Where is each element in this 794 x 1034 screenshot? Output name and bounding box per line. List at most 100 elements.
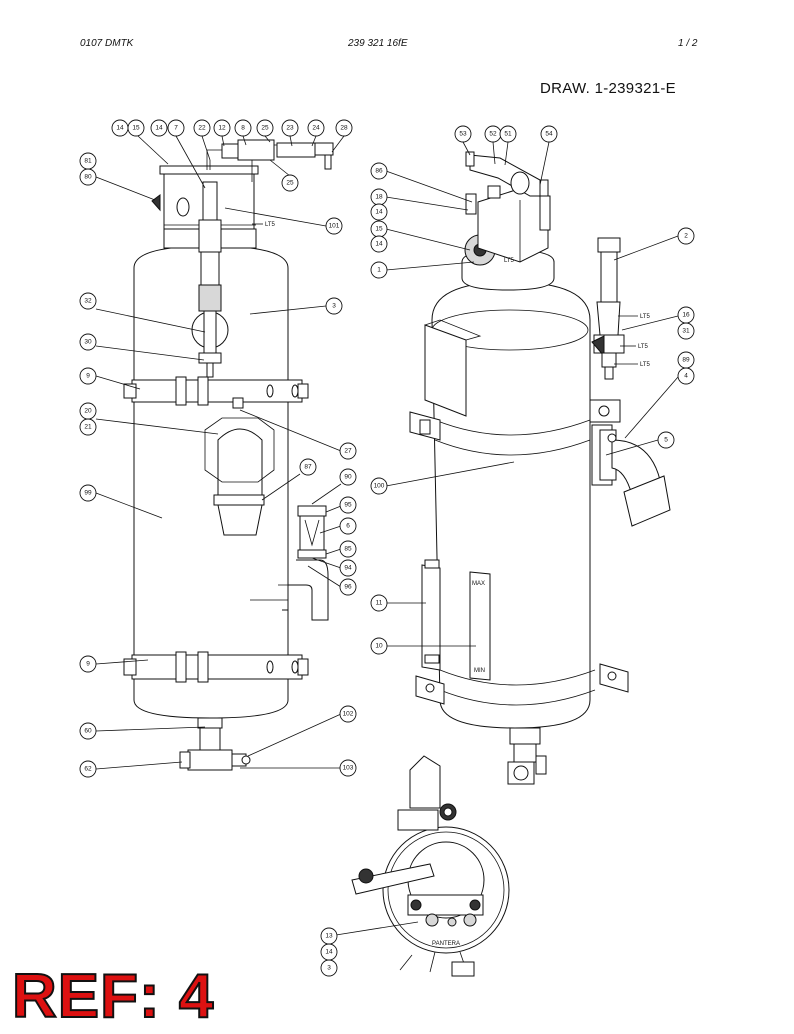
callout: 8	[234, 119, 252, 137]
svg-text:89: 89	[682, 357, 690, 364]
callout: 95	[339, 496, 357, 514]
svg-text:18: 18	[375, 194, 383, 201]
svg-text:10: 10	[375, 643, 383, 650]
right-level-gauge	[421, 564, 441, 671]
callout: 6	[339, 517, 357, 535]
left-sight-glass	[176, 197, 190, 217]
callout: 2	[677, 227, 695, 245]
header-center: 239 321 16fE	[348, 38, 408, 49]
svg-text:32: 32	[84, 298, 92, 305]
callout: 23	[281, 119, 299, 137]
header-right: 1 / 2	[678, 38, 698, 49]
svg-text:14: 14	[375, 241, 383, 248]
svg-text:6: 6	[346, 523, 350, 530]
svg-text:54: 54	[545, 131, 553, 138]
svg-text:16: 16	[682, 312, 690, 319]
svg-text:15: 15	[375, 226, 383, 233]
svg-text:12: 12	[218, 125, 226, 132]
callout: 10	[370, 637, 388, 655]
callout: 30	[79, 333, 97, 351]
callout: 103	[339, 759, 357, 777]
left-lt5-tag: LT5	[265, 222, 276, 228]
callout: 11	[370, 594, 388, 612]
svg-text:9: 9	[86, 373, 90, 380]
callout: 52	[484, 125, 502, 143]
svg-text:96: 96	[344, 584, 352, 591]
svg-text:102: 102	[343, 711, 354, 718]
callout: 9	[79, 655, 97, 673]
callout: 90	[339, 468, 357, 486]
callout: 89	[677, 351, 695, 369]
svg-text:100: 100	[374, 483, 385, 490]
callout: 14	[150, 119, 168, 137]
svg-text:51: 51	[504, 131, 512, 138]
callout: 21	[79, 418, 97, 436]
svg-text:95: 95	[344, 502, 352, 509]
callout: 102	[339, 705, 357, 723]
callout: 100	[370, 477, 388, 495]
callout: 7	[167, 119, 185, 137]
svg-text:3: 3	[327, 965, 331, 972]
callout: 25	[256, 119, 274, 137]
svg-text:52: 52	[489, 131, 497, 138]
callout: 15	[370, 220, 388, 238]
svg-text:7: 7	[174, 125, 178, 132]
callout: 5	[657, 431, 675, 449]
callout: 28	[335, 119, 353, 137]
callout: 86	[370, 162, 388, 180]
svg-text:80: 80	[84, 174, 92, 181]
svg-text:5: 5	[664, 437, 668, 444]
callout: 25	[281, 174, 299, 192]
callout: 18	[370, 188, 388, 206]
svg-text:25: 25	[261, 125, 269, 132]
callout: 99	[79, 484, 97, 502]
svg-text:9: 9	[86, 661, 90, 668]
svg-text:20: 20	[84, 408, 92, 415]
svg-text:23: 23	[286, 125, 294, 132]
right-side-box	[424, 324, 467, 417]
svg-text:30: 30	[84, 339, 92, 346]
svg-text:14: 14	[155, 125, 163, 132]
callout: 3	[320, 959, 338, 977]
callout: 87	[299, 458, 317, 476]
left-dip-tube	[202, 181, 218, 223]
gauge-min-label: MIN	[474, 668, 485, 674]
callout: 94	[339, 559, 357, 577]
callout: 3	[325, 297, 343, 315]
callout: 96	[339, 578, 357, 596]
callout: 14	[320, 943, 338, 961]
left-upper-clamp	[131, 379, 303, 403]
svg-text:14: 14	[325, 949, 333, 956]
callout: 53	[454, 125, 472, 143]
header-left: 0107 DMTK	[80, 38, 134, 49]
svg-text:103: 103	[343, 765, 354, 772]
svg-text:13: 13	[325, 933, 333, 940]
callout: 32	[79, 292, 97, 310]
svg-text:94: 94	[344, 565, 352, 572]
callout: 14	[370, 203, 388, 221]
callout: 27	[339, 442, 357, 460]
svg-text:90: 90	[344, 474, 352, 481]
right-tank-view: MAX MIN LT5 LT5 LT5 LT5	[409, 151, 671, 785]
callout: 13	[320, 927, 338, 945]
left-lower-clamp	[131, 654, 303, 680]
callout: 15	[127, 119, 145, 137]
svg-text:101: 101	[329, 223, 340, 230]
svg-text:4: 4	[684, 373, 688, 380]
right-lt5-tag-3: LT5	[640, 362, 651, 368]
svg-text:86: 86	[375, 168, 383, 175]
svg-text:81: 81	[84, 158, 92, 165]
callout: 51	[499, 125, 517, 143]
svg-text:62: 62	[84, 766, 92, 773]
callout: 80	[79, 168, 97, 186]
gauge-max-label: MAX	[472, 581, 485, 587]
svg-text:2: 2	[684, 233, 688, 240]
callout: 14	[111, 119, 129, 137]
callout: 4	[677, 367, 695, 385]
pantera-brand: PANTERA	[432, 941, 460, 947]
callout: 62	[79, 760, 97, 778]
svg-text:60: 60	[84, 728, 92, 735]
callout: 12	[213, 119, 231, 137]
svg-text:15: 15	[132, 125, 140, 132]
